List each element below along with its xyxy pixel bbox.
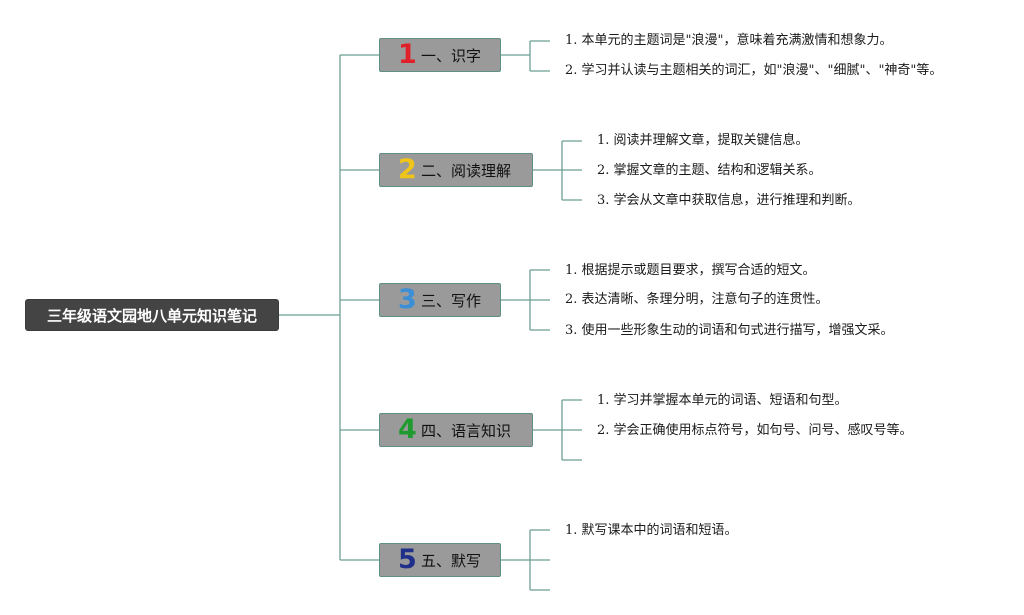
branch-moxie[interactable]: 5 五、默写 — [379, 543, 501, 577]
leaf-item[interactable]: 2. 表达清晰、条理分明，注意句子的连贯性。 — [565, 292, 829, 307]
number-3-icon: 3 — [398, 284, 417, 315]
branch-yuyan-zhishi[interactable]: 4 四、语言知识 — [379, 413, 533, 447]
leaf-item[interactable]: 3. 使用一些形象生动的词语和句式进行描写，增强文采。 — [565, 323, 894, 338]
leaf-item[interactable]: 3. 学会从文章中获取信息，进行推理和判断。 — [597, 193, 861, 208]
leaf-item[interactable]: 1. 默写课本中的词语和短语。 — [565, 523, 738, 538]
leaf-item[interactable]: 2. 掌握文章的主题、结构和逻辑关系。 — [597, 163, 822, 178]
root-topic[interactable]: 三年级语文园地八单元知识笔记 — [25, 299, 279, 331]
branch-label: 二、阅读理解 — [421, 161, 512, 180]
number-4-icon: 4 — [398, 414, 417, 445]
leaf-item[interactable]: 1. 阅读并理解文章，提取关键信息。 — [597, 133, 809, 148]
leaf-item[interactable]: 1. 本单元的主题词是"浪漫"，意味着充满激情和想象力。 — [565, 33, 893, 48]
number-2-icon: 2 — [398, 154, 417, 185]
branch-label: 三、写作 — [421, 291, 482, 310]
branch-yuedu-lijie[interactable]: 2 二、阅读理解 — [379, 153, 533, 187]
branch-xiezuo[interactable]: 3 三、写作 — [379, 283, 501, 317]
leaf-item[interactable]: 1. 学习并掌握本单元的词语、短语和句型。 — [597, 393, 848, 408]
branch-label: 一、识字 — [421, 46, 482, 65]
root-title: 三年级语文园地八单元知识笔记 — [46, 306, 257, 325]
number-5-icon: 5 — [398, 544, 417, 575]
leaf-item[interactable]: 2. 学习并认读与主题相关的词汇，如"浪漫"、"细腻"、"神奇"等。 — [565, 63, 943, 78]
number-1-icon: 1 — [398, 39, 417, 70]
branch-shizi[interactable]: 1 一、识字 — [379, 38, 501, 72]
branch-label: 五、默写 — [421, 551, 482, 570]
branch-label: 四、语言知识 — [421, 421, 512, 440]
leaf-item[interactable]: 1. 根据提示或题目要求，撰写合适的短文。 — [565, 263, 816, 278]
leaf-item[interactable]: 2. 学会正确使用标点符号，如句号、问号、感叹号等。 — [597, 423, 913, 438]
